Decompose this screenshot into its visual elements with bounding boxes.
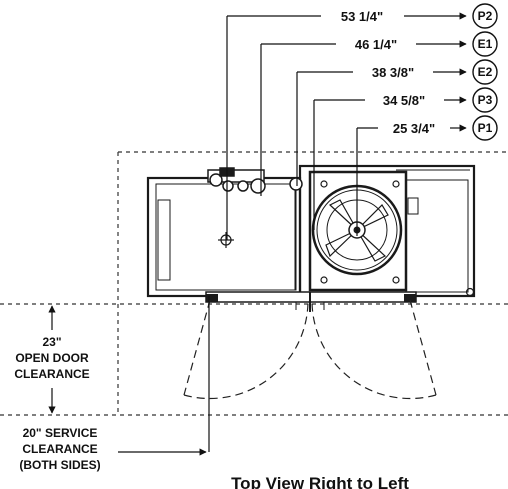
door-swing-arcs: [183, 299, 437, 400]
right-door-arc: [311, 299, 437, 400]
dim-label-p1: 25 3/4": [393, 121, 435, 136]
tag-p2: P2: [478, 9, 493, 23]
left-panel-rail: [157, 199, 171, 281]
service-clearance-line3: (BOTH SIDES): [19, 458, 100, 472]
connection-tags: [472, 3, 498, 141]
tag-circle-p3: [472, 87, 498, 113]
dimension-lines: [208, 12, 467, 452]
port-block: [407, 197, 419, 215]
dim-label-p3: 34 5/8": [383, 93, 425, 108]
dim-label-e1: 46 1/4": [355, 37, 397, 52]
unit-body: [146, 164, 476, 298]
dim-label-e2: 38 3/8": [372, 65, 414, 80]
valve-cluster: [207, 167, 303, 194]
tag-circle-p1: [472, 115, 498, 141]
dim-label-p2: 53 1/4": [341, 9, 383, 24]
left-compartment: [146, 176, 302, 298]
left-door-leaf: [183, 299, 211, 396]
tag-e2: E2: [478, 65, 493, 79]
diagram-title: Top View Right to Left: [231, 474, 409, 489]
door-clearance-line2: CLEARANCE: [14, 367, 89, 381]
tag-p3: P3: [478, 93, 493, 107]
tag-circle-e2: [472, 59, 498, 85]
right-side-panel: [405, 179, 469, 293]
clearance-boundaries: [0, 151, 508, 416]
door-clearance-line1: OPEN DOOR: [15, 351, 89, 365]
tag-p1: P1: [478, 121, 493, 135]
door-clearance-value: 23": [42, 335, 61, 349]
crosshair-marks: [218, 232, 234, 248]
right-door-leaf: [409, 299, 437, 396]
left-door-arc: [183, 299, 309, 400]
tag-circle-p2: [472, 3, 498, 29]
service-clearance-line1: 20" SERVICE: [23, 426, 98, 440]
service-clearance-line2: CLEARANCE: [22, 442, 97, 456]
tag-e1: E1: [478, 37, 493, 51]
tag-circle-e1: [472, 31, 498, 57]
door-base: [205, 291, 417, 312]
